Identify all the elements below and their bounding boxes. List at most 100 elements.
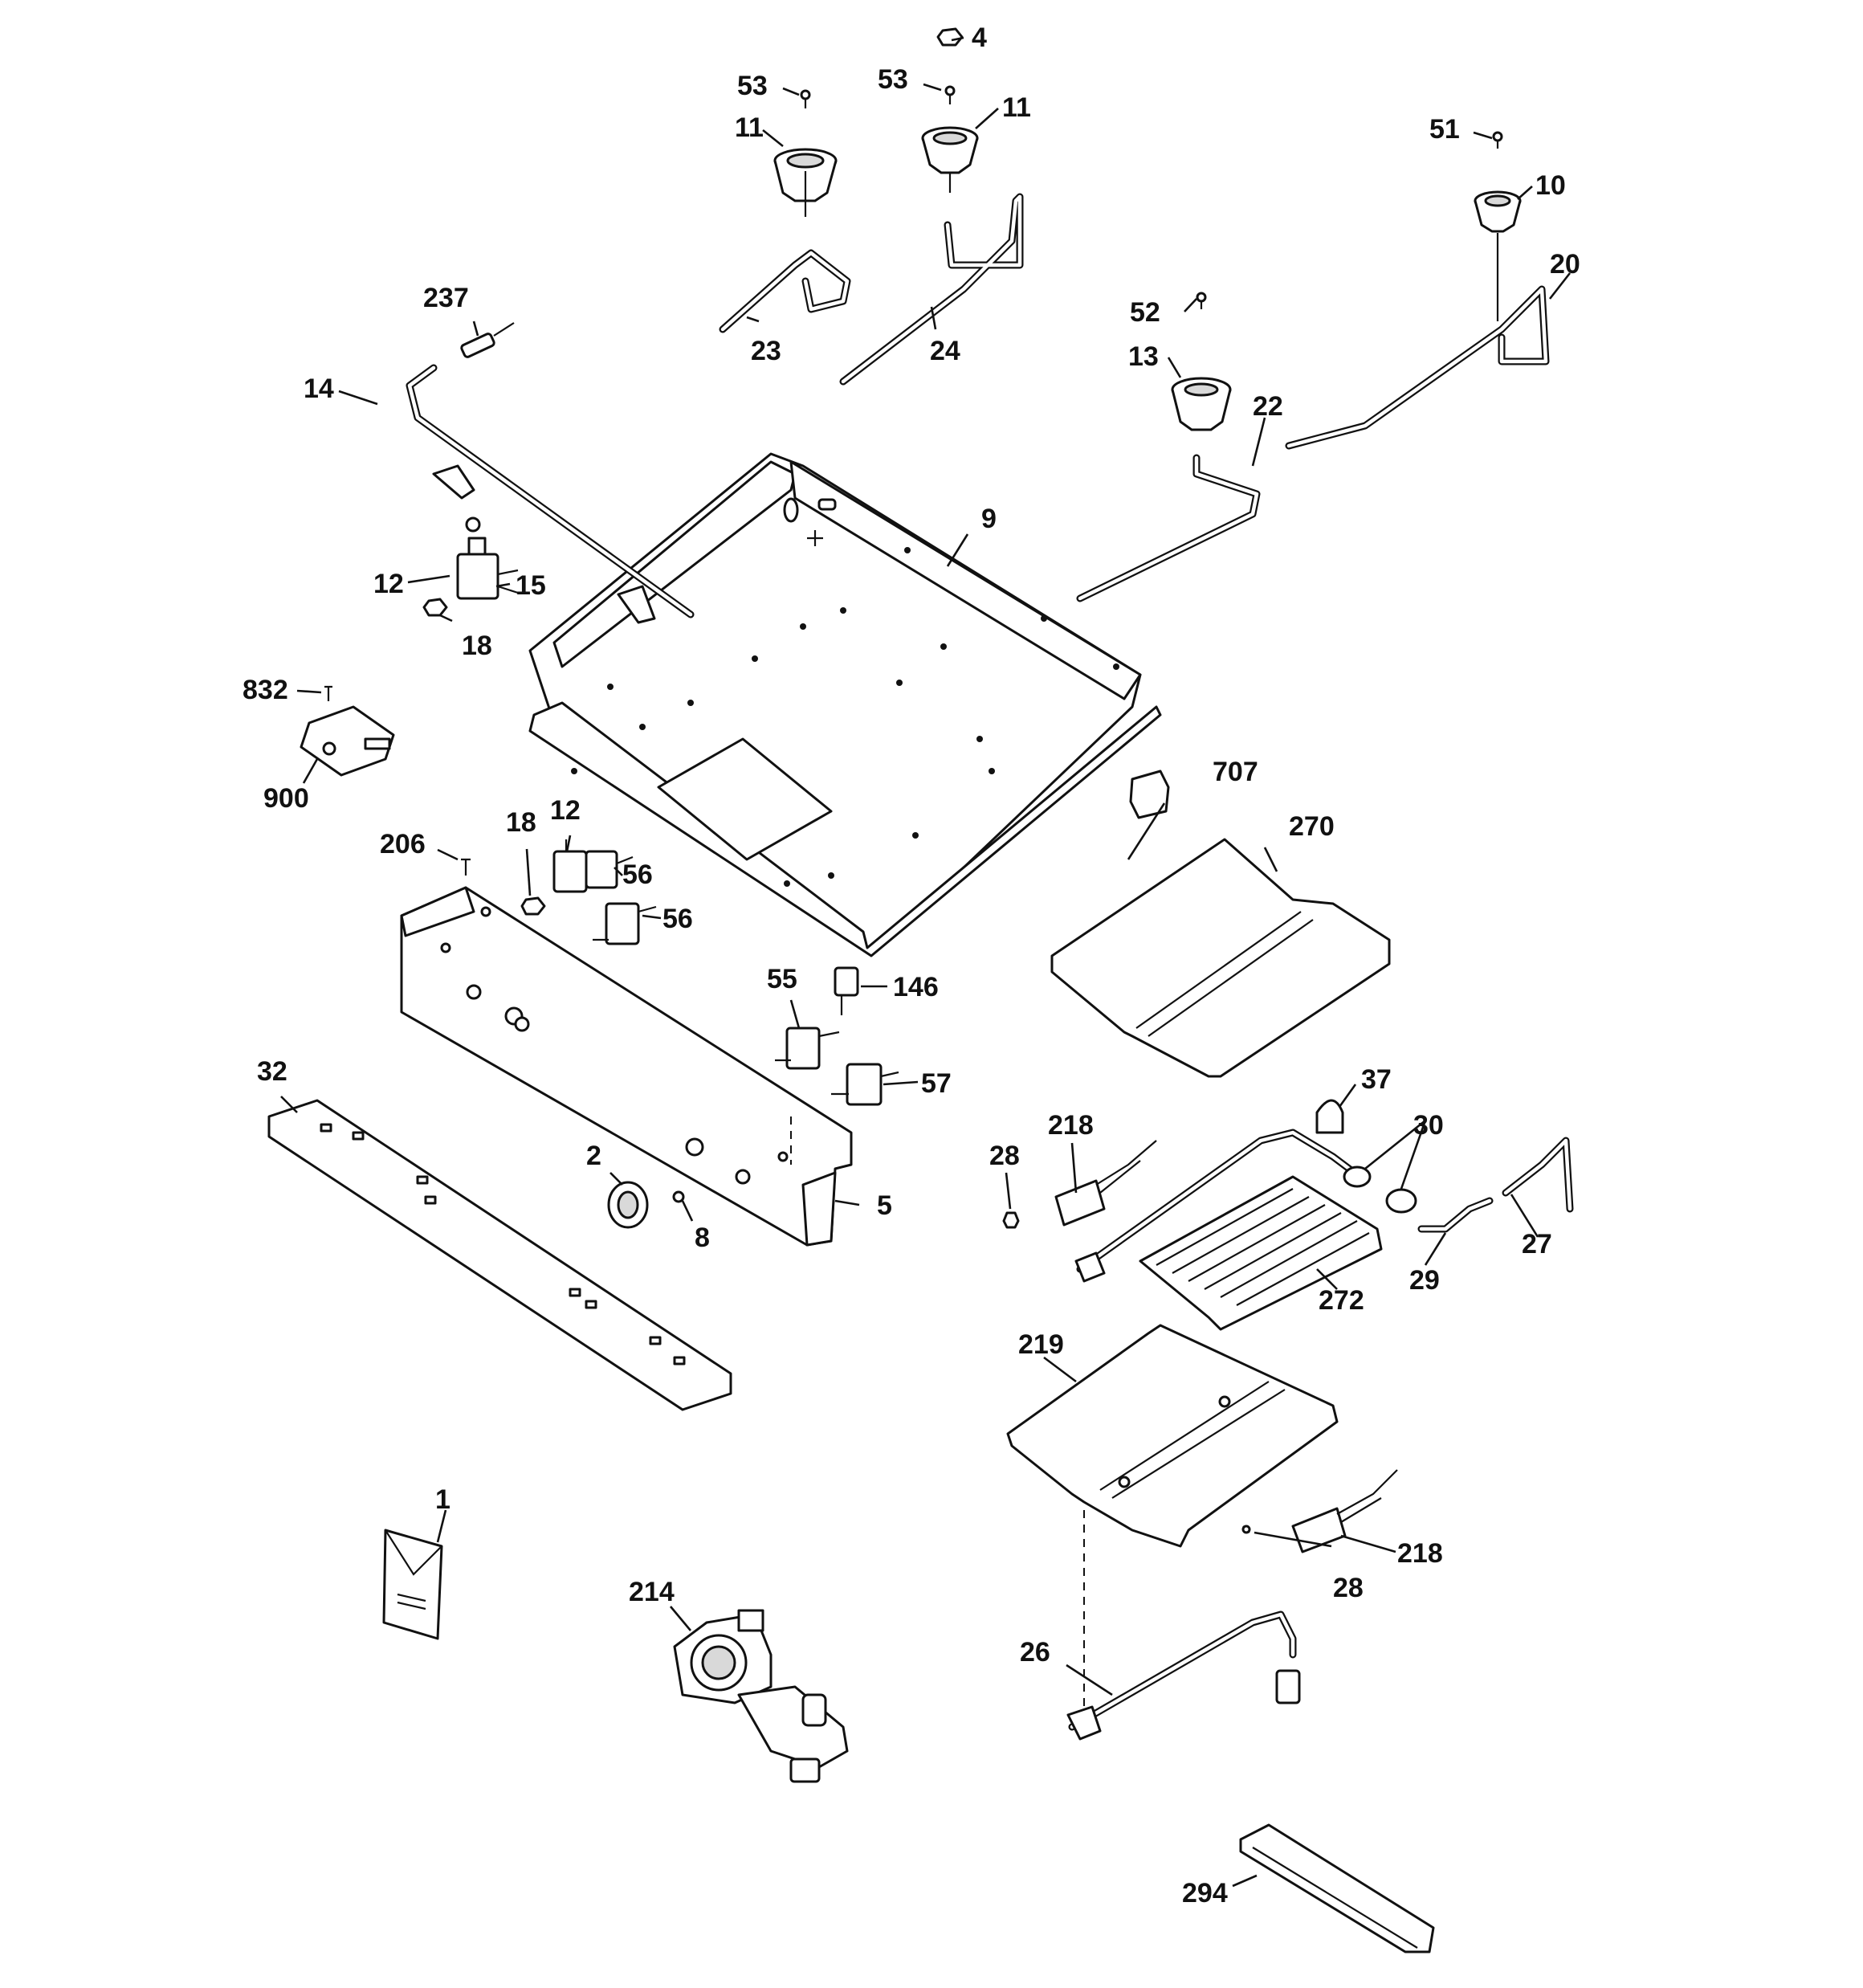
part-18-nut-lower	[520, 896, 546, 916]
callout-26: 26	[1020, 1637, 1050, 1668]
part-20-burner-tube	[1285, 285, 1550, 450]
trim-strip-slots	[320, 1123, 686, 1365]
callout-28-upper: 28	[989, 1141, 1020, 1171]
part-8-screw	[672, 1190, 685, 1203]
part-707-block	[1129, 769, 1170, 819]
callout-11-left: 11	[735, 112, 764, 143]
part-10-burner-head	[1474, 190, 1522, 321]
part-52-screw	[1196, 292, 1207, 309]
callout-146: 146	[893, 972, 939, 1002]
callout-219: 219	[1018, 1329, 1064, 1360]
callout-27: 27	[1522, 1229, 1552, 1259]
part-23-burner-tube	[719, 249, 851, 333]
part-37-bracket	[1315, 1099, 1344, 1134]
callout-53-right: 53	[878, 64, 908, 95]
part-4-nut	[936, 27, 964, 47]
callout-55: 55	[767, 964, 797, 994]
leader-lines	[280, 36, 1572, 1888]
callout-37: 37	[1361, 1064, 1392, 1095]
part-2-knob	[607, 1181, 649, 1229]
callout-270: 270	[1289, 811, 1335, 842]
callout-9: 9	[981, 504, 997, 534]
callout-237: 237	[423, 283, 469, 313]
callout-20: 20	[1550, 249, 1580, 280]
part-214-gas-valve	[673, 1609, 849, 1783]
part-53-screw-left	[800, 89, 811, 108]
callout-18-lower: 18	[506, 807, 536, 838]
callout-28-lower: 28	[1333, 1573, 1364, 1603]
part-270-shield	[1050, 838, 1391, 1078]
callout-labels: 4 53 53 11 11 51 10 20 237 14 23 24 52 1…	[243, 22, 1580, 1908]
part-12-15-valve	[456, 516, 519, 600]
part-14-manifold-pipe	[406, 364, 695, 624]
callout-51: 51	[1429, 114, 1460, 145]
part-18-nut-upper	[422, 598, 448, 617]
part-900-bracket	[300, 705, 395, 777]
part-832-screw	[324, 685, 332, 701]
part-1-literature-packet	[382, 1529, 443, 1640]
part-237-fitting	[460, 322, 515, 358]
callout-206: 206	[380, 829, 426, 859]
part-11-burner-head-left	[773, 148, 838, 217]
callout-29: 29	[1409, 1265, 1440, 1296]
callout-52: 52	[1130, 297, 1160, 328]
callout-10: 10	[1535, 170, 1566, 201]
part-55-valve	[775, 1027, 840, 1070]
callout-8: 8	[695, 1223, 710, 1253]
callout-214: 214	[629, 1577, 675, 1607]
callout-832: 832	[243, 675, 288, 705]
part-27-tube	[1502, 1137, 1574, 1213]
tray-mounting-holes	[571, 547, 1119, 887]
callout-4: 4	[972, 22, 987, 53]
callout-218-upper: 218	[1048, 1110, 1094, 1141]
part-28-screw-upper	[1002, 1211, 1020, 1229]
part-51-screw	[1492, 131, 1503, 149]
part-294-angle-bracket	[1239, 1823, 1435, 1953]
part-13-burner-head	[1171, 377, 1232, 431]
part-218-igniter-lower	[1291, 1469, 1398, 1553]
callout-707: 707	[1213, 757, 1258, 787]
callout-13: 13	[1128, 341, 1159, 372]
callout-56-upper: 56	[622, 859, 653, 890]
callout-24: 24	[930, 336, 960, 366]
part-22-burner-tube	[1076, 454, 1261, 602]
callout-900: 900	[263, 783, 309, 814]
part-32-trim-strip	[267, 1099, 732, 1411]
part-146-clip	[834, 966, 859, 1015]
callout-272: 272	[1319, 1285, 1364, 1316]
callout-218-lower: 218	[1397, 1538, 1443, 1569]
callout-56-lower: 56	[662, 904, 693, 934]
callout-11-right: 11	[1002, 92, 1031, 123]
callout-23: 23	[751, 336, 781, 366]
part-272-burner-grille	[1139, 1175, 1383, 1331]
grille-pattern	[1156, 1188, 1370, 1306]
part-26-broil-burner	[1066, 1610, 1301, 1741]
callout-2: 2	[586, 1141, 601, 1171]
callout-22: 22	[1253, 391, 1283, 422]
callout-57: 57	[921, 1068, 952, 1099]
callout-1: 1	[435, 1484, 450, 1515]
part-53-screw-right	[944, 85, 956, 104]
part-29-elbow	[1417, 1197, 1494, 1233]
callout-12-upper: 12	[373, 569, 404, 599]
callout-5: 5	[877, 1190, 892, 1221]
part-9-burner-box	[528, 452, 1162, 957]
part-206-screw	[461, 858, 471, 876]
callout-53-left: 53	[737, 71, 768, 101]
callout-18-upper: 18	[462, 631, 492, 661]
callout-15: 15	[516, 570, 546, 601]
part-24-burner-tube	[839, 193, 1024, 386]
part-28-screw-lower	[1241, 1525, 1251, 1534]
part-5-manifold-panel	[400, 886, 853, 1247]
part-bake-burner-tube	[1074, 1129, 1369, 1283]
callout-32: 32	[257, 1056, 287, 1087]
part-57-valve	[831, 1063, 899, 1106]
part-219-heat-shield	[1006, 1324, 1339, 1548]
callout-12-lower: 12	[550, 795, 581, 826]
part-30-orifice-holders	[1343, 1165, 1417, 1214]
part-11-burner-head-right	[921, 126, 979, 193]
callout-294: 294	[1182, 1878, 1228, 1908]
part-218-igniter-upper	[1054, 1140, 1157, 1227]
callout-14: 14	[304, 374, 334, 404]
